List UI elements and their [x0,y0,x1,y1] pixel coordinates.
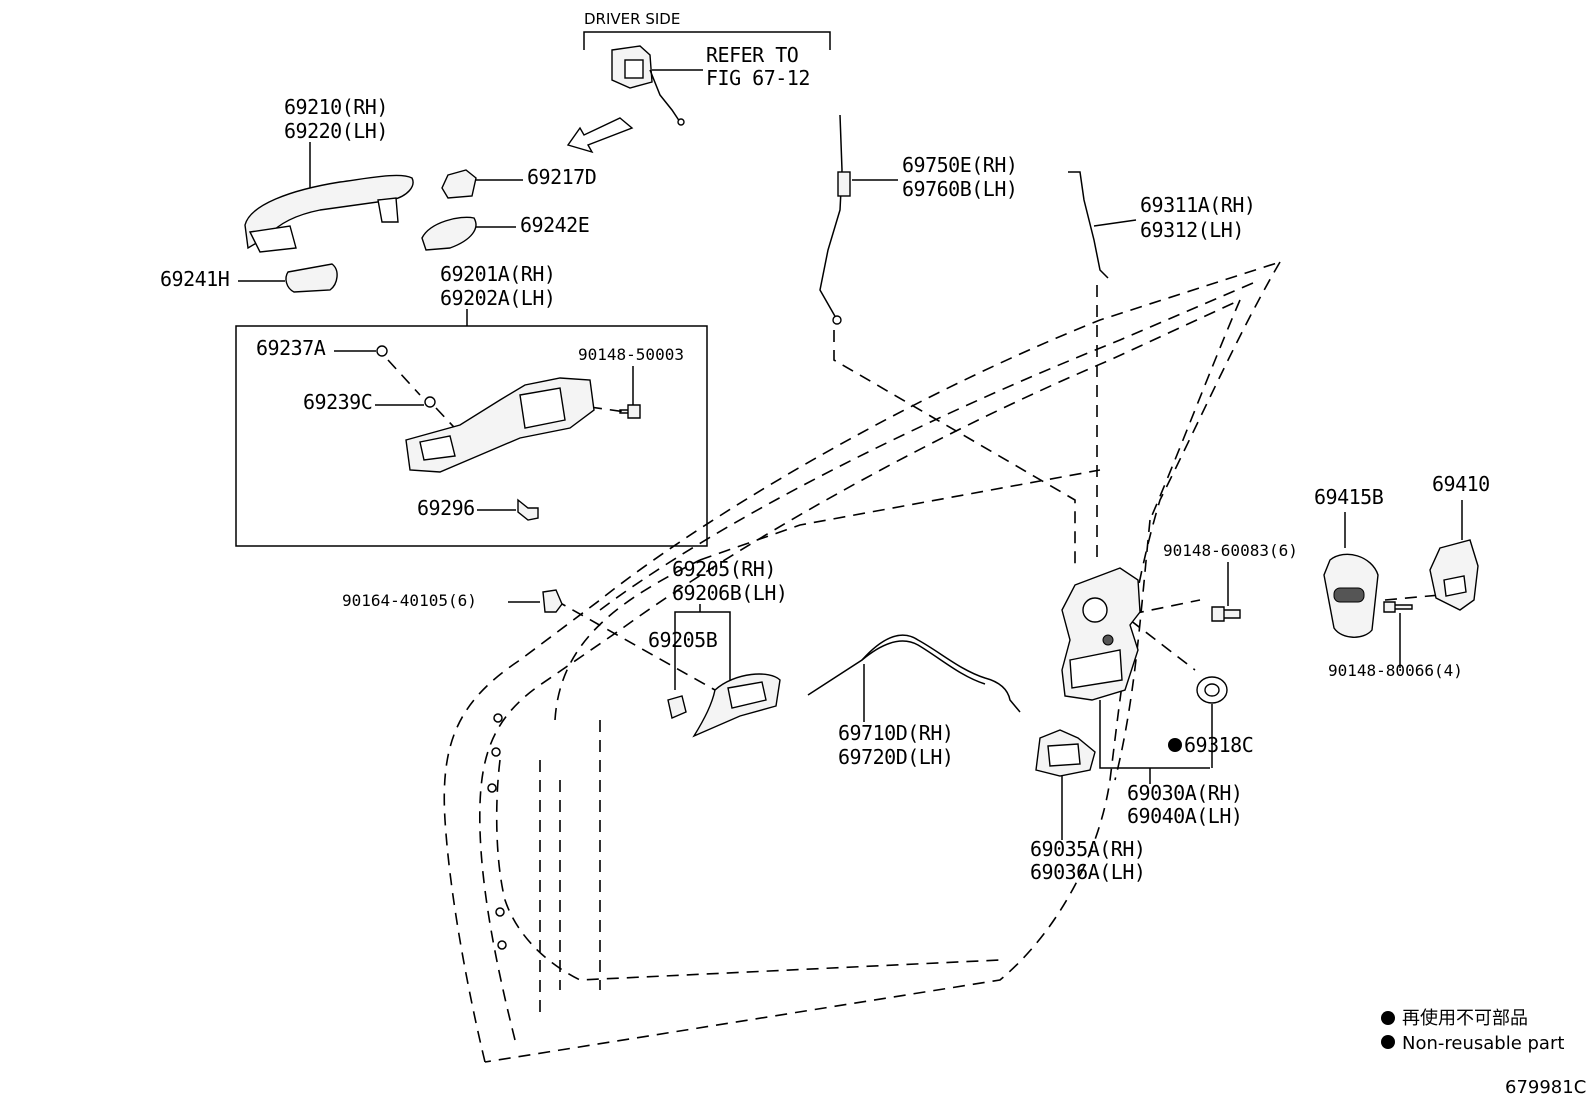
label-69202A: 69202A(LH) [440,286,555,310]
label-69201A: 69201A(RH) [440,262,555,286]
label-69710D: 69710D(RH) [838,721,953,745]
clip-icon [376,345,388,357]
legend-en: Non-reusable part [1402,1033,1564,1054]
label-69415B: 69415B [1314,485,1384,509]
non-reusable-bullet-icon [1168,738,1182,752]
label-69205: 69205(RH) [672,557,776,581]
bolt-icon [619,404,641,419]
driver-side-label: DRIVER SIDE [584,10,680,28]
door-lock-group: 69318C 69030A(RH) 69040A(LH) [1061,567,1254,828]
cable-69750-group: 69750E(RH) 69760B(LH) [819,114,1018,325]
label-69242E: 69242E [520,213,589,237]
lock-bolt-group: 90148-60083(6) [1163,541,1298,622]
pin-icon [424,396,436,408]
label-69237A: 69237A [256,336,326,360]
label-69296: 69296 [417,496,475,520]
legend-bullet-icon [1381,1011,1395,1025]
lock-rod-icon [1068,171,1109,279]
handle-screw-icon [542,589,563,613]
striker-icon [1429,539,1479,611]
arrow-icon [566,117,634,154]
legend: 再使用不可部品 Non-reusable part 679981C [1381,1008,1586,1098]
label-69030A: 69030A(RH) [1127,781,1242,805]
frame-box [235,325,708,547]
leader-lines [554,285,1441,691]
label-90148-80066: 90148-80066(4) [1328,661,1463,680]
label-69205B: 69205B [648,628,718,652]
label-69410: 69410 [1432,472,1490,496]
lock-bolt-icon [1211,606,1241,622]
handle-cap-icon [441,169,477,199]
handle-clip-icon [667,695,687,719]
rod-69311-group: 69311A(RH) 69312(LH) [1068,171,1256,279]
label-90164-40105: 90164-40105(6) [342,591,477,610]
label-90148-50003: 90148-50003 [578,345,684,364]
label-69760B: 69760B(LH) [902,177,1017,201]
label-69036A: 69036A(LH) [1030,860,1145,884]
frame-box-group: 69201A(RH) 69202A(LH) 69237A 90148-50003… [235,262,708,547]
lock-cover-group: 69035A(RH) 69036A(LH) [1030,729,1146,884]
lock-cylinder-icon [611,45,685,126]
legend-bullet-icon-2 [1381,1035,1395,1049]
cable-69710-group: 69710D(RH) 69720D(LH) [807,634,1021,769]
legend-jp: 再使用不可部品 [1402,1008,1528,1029]
label-69217D: 69217D [527,165,596,189]
label-69220: 69220(LH) [284,119,388,143]
screw-icon [517,498,539,521]
door-outline [443,261,1281,1063]
label-69318C: 69318C [1184,733,1253,757]
outside-handle-icon [244,174,414,250]
label-69311A: 69311A(RH) [1140,193,1255,217]
outside-handle-group: 69210(RH) 69220(LH) 69217D 69242E 69241H [160,95,597,293]
striker-group: 69415B 69410 90148-80066(4) [1314,472,1490,680]
lock-cable-icon [819,114,843,319]
driver-side-group: DRIVER SIDE REFER TO FIG 67-12 [566,10,831,154]
label-69035A: 69035A(RH) [1030,837,1145,861]
figure-id: 679981C [1505,1077,1586,1098]
inside-handle-group: 69205(RH) 69206B(LH) 69205B 90164-40105(… [342,557,788,738]
refer-line2: FIG 67-12 [706,66,810,90]
label-69720D: 69720D(LH) [838,745,953,769]
label-69241H: 69241H [160,267,229,291]
label-69040A: 69040A(LH) [1127,804,1242,828]
refer-line1: REFER TO [706,43,798,67]
handle-gasket-icon [285,263,338,293]
label-69210: 69210(RH) [284,95,388,119]
label-69750E: 69750E(RH) [902,153,1017,177]
striker-screw-icon [1383,601,1413,613]
label-69206B: 69206B(LH) [672,581,787,605]
label-69239C: 69239C [303,390,372,414]
handle-pad-icon [421,216,477,251]
label-69312: 69312(LH) [1140,218,1244,242]
label-90148-60083: 90148-60083(6) [1163,541,1298,560]
inside-cable-icon [807,634,1021,713]
